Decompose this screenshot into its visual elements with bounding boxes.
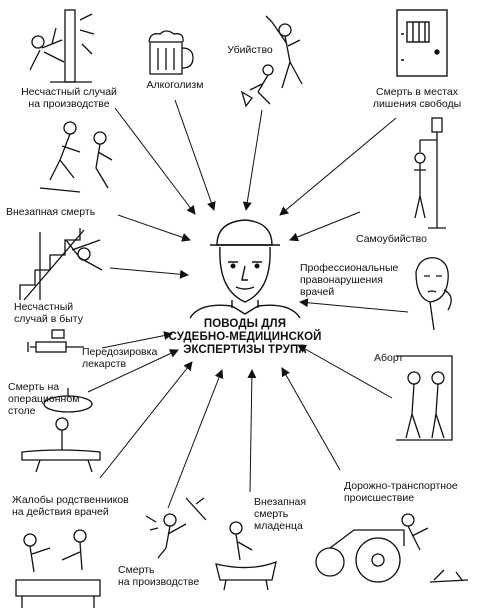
worker-pickaxe-illustration	[145, 497, 207, 559]
label-line: Внезапная смерть	[6, 206, 96, 218]
center-title: ПОВОДЫ ДЛЯ СУДЕБНО-МЕДИЦИНСКОЙ ЭКСПЕРТИЗ…	[150, 318, 340, 357]
label-murder: Убийство	[220, 44, 280, 56]
label-line: Алкоголизм	[146, 79, 204, 91]
worried-person-illustration	[415, 257, 452, 331]
arrow-traffic	[281, 367, 341, 471]
prison-door-icon	[396, 9, 448, 77]
label-line: Профессиональные	[300, 262, 399, 274]
beer-mug-icon	[148, 30, 194, 75]
arrow-professional	[299, 298, 409, 313]
arrow-household	[109, 267, 189, 279]
arrow-overdose	[101, 331, 173, 349]
label-line: Смерть в местах	[375, 86, 459, 98]
murder-illustration	[240, 15, 303, 108]
label-suicide: Самоубийство	[356, 233, 427, 245]
label-line: происшествие	[344, 492, 415, 504]
label-line: на действия врачей	[12, 506, 109, 518]
label-death-on-operating-table: Смерть на операционном столе	[8, 381, 79, 417]
label-line: Смерть	[118, 564, 155, 576]
label-line: операционном	[8, 393, 80, 405]
label-line: врачей	[300, 286, 335, 298]
abortion-illustration	[396, 355, 453, 441]
label-line: на производстве	[118, 576, 200, 588]
label-death-at-work: Смерть на производстве	[118, 564, 199, 588]
label-line: Внезапная	[254, 496, 307, 508]
label-traffic-accident: Дорожно-транспортное происшествие	[344, 480, 458, 504]
crib-illustration	[215, 521, 277, 591]
label-line: случай в быту	[14, 313, 83, 325]
center-title-line-2: СУДЕБНО-МЕДИЦИНСКОЙ	[168, 331, 322, 343]
syringe-icon	[27, 329, 84, 353]
label-death-in-prison: Смерть в местах лишения свободы	[362, 86, 472, 110]
center-title-line-3: ЭКСПЕРТИЗЫ ТРУПА	[183, 344, 307, 356]
label-line: Передозировка	[82, 346, 158, 358]
label-household-accident: Несчастный случай в быту	[14, 301, 83, 325]
label-line: на производстве	[28, 98, 110, 110]
label-abortion: Аборт	[374, 352, 403, 364]
arrow-infant	[247, 369, 257, 493]
label-complaints: Жалобы родственников на действия врачей	[12, 494, 129, 518]
label-line: Несчастный случай	[21, 86, 117, 98]
suicide-illustration	[414, 117, 446, 229]
arrow-abortion	[297, 344, 393, 399]
label-line: столе	[8, 405, 36, 417]
label-line: лекарств	[82, 358, 127, 370]
complaints-illustration	[15, 529, 101, 608]
label-line: Убийство	[227, 44, 273, 56]
label-professional-offences: Профессиональные правонарушения врачей	[300, 262, 398, 298]
label-line: Самоубийство	[356, 233, 427, 245]
arrow-suicide	[289, 211, 361, 242]
label-line: правонарушения	[300, 274, 383, 286]
sudden-death-illustration	[39, 121, 113, 193]
arrow-alcoholism	[174, 99, 216, 211]
label-line: лишения свободы	[372, 98, 462, 110]
stairs-fall-illustration	[19, 228, 103, 301]
arrow-workplace-accident	[114, 107, 196, 215]
label-sudden-infant-death: Внезапная смерть младенца	[254, 496, 306, 532]
label-overdose: Передозировка лекарств	[82, 346, 157, 370]
operating-table-illustration	[21, 388, 101, 473]
label-line: младенца	[254, 520, 303, 532]
arrow-complaints	[99, 361, 193, 479]
arrow-death-at-work	[167, 369, 224, 509]
label-line: Дорожно-транспортное	[344, 480, 458, 492]
center-title-line-1: ПОВОДЫ ДЛЯ	[203, 318, 287, 330]
label-line: Жалобы родственников	[12, 494, 129, 506]
arrow-sudden-death	[117, 214, 191, 242]
arrow-prison	[279, 117, 397, 216]
workplace-accident-illustration	[29, 9, 95, 83]
label-workplace-accident: Несчастный случай на производстве	[10, 86, 128, 110]
central-figure	[189, 219, 301, 319]
label-line: Несчастный	[14, 301, 74, 313]
arrow-murder	[242, 109, 263, 211]
label-line: Аборт	[374, 352, 404, 364]
arrow-operating-table	[87, 349, 179, 393]
label-sudden-death: Внезапная смерть	[6, 206, 95, 218]
label-line: Смерть на	[8, 381, 60, 393]
traffic-accident-illustration	[315, 513, 469, 583]
label-alcoholism: Алкоголизм	[130, 79, 220, 91]
label-line: смерть	[254, 508, 289, 520]
